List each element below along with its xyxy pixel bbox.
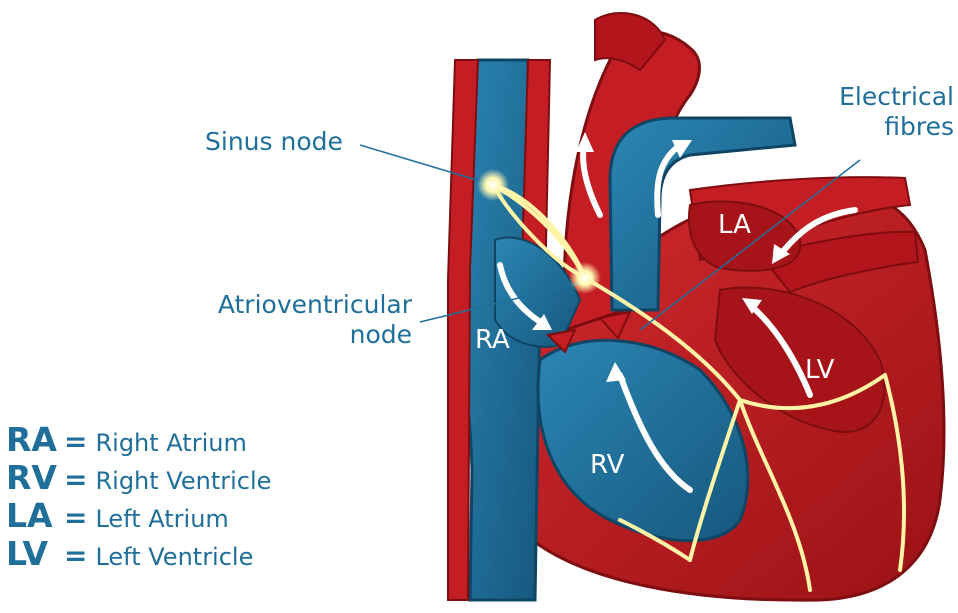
legend-row: RA = Right Atrium: [6, 420, 271, 458]
legend-abbr: LA: [6, 496, 58, 535]
av-node-line-1: Atrioventricular: [180, 290, 412, 320]
electrical-fibres-label: Electrical fibres: [774, 82, 954, 142]
legend-equals: =: [64, 425, 87, 458]
chamber-label-ra: RA: [475, 325, 510, 355]
legend-equals: =: [64, 501, 87, 534]
chamber-label-rv: RV: [590, 450, 624, 480]
av-node: [569, 262, 601, 294]
electrical-fibres-line-1: Electrical: [774, 82, 954, 112]
legend-meaning: Right Atrium: [95, 429, 246, 457]
chamber-label-la: LA: [718, 210, 751, 240]
av-node-label: Atrioventricular node: [180, 290, 412, 350]
legend-meaning: Left Ventricle: [95, 543, 253, 571]
legend-abbr: RA: [6, 420, 58, 459]
sinus-node: [477, 169, 509, 201]
legend: RA = Right Atrium RV = Right Ventricle L…: [6, 420, 271, 572]
legend-abbr: RV: [6, 458, 58, 497]
legend-equals: =: [64, 463, 87, 496]
electrical-fibres-line-2: fibres: [774, 112, 954, 142]
legend-abbr: LV: [6, 534, 58, 573]
legend-row: LV = Left Ventricle: [6, 534, 271, 572]
legend-row: RV = Right Ventricle: [6, 458, 271, 496]
legend-row: LA = Left Atrium: [6, 496, 271, 534]
legend-meaning: Right Ventricle: [95, 467, 271, 495]
av-node-line-2: node: [180, 320, 412, 350]
legend-meaning: Left Atrium: [95, 505, 228, 533]
sinus-node-label: Sinus node: [205, 127, 343, 157]
legend-equals: =: [64, 539, 87, 572]
chamber-label-lv: LV: [805, 355, 834, 385]
